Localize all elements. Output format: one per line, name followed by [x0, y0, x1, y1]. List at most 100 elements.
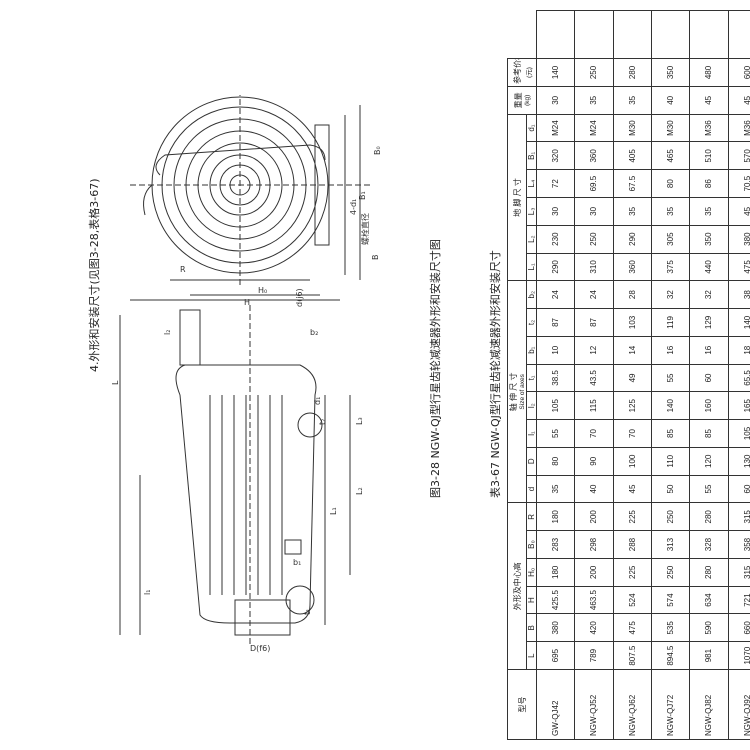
table-cell: 130 [728, 447, 750, 476]
table-cell: 981 [689, 641, 729, 670]
table-cell: 45 [728, 197, 750, 226]
table-cell: 524 [613, 586, 652, 614]
shaft-group-subtitle: Size of axes [519, 374, 526, 410]
price-cell [536, 10, 575, 59]
table-cell: 288 [613, 530, 652, 559]
table-cell: 165 [728, 391, 750, 420]
table-cell: 250 [574, 225, 614, 254]
weight-title: 重量 [514, 92, 523, 109]
label-bolt: 螺栓直径 [360, 213, 370, 245]
table-cell: 225 [613, 502, 652, 531]
table-cell: 55 [536, 419, 575, 448]
column-header-shaft-7: b₂ [526, 280, 537, 309]
model-cell: NGW-QJ62 [613, 669, 652, 740]
table-cell: 49 [613, 364, 652, 392]
table-cell: 100 [613, 447, 652, 476]
table-cell: 38 [728, 280, 750, 309]
reducer-outline-drawing: 4-d₁ 螺栓直径 R H H₀ B₁ B₀ B L L₁ L₂ L₃ l₁ l… [111, 95, 382, 653]
column-header-shaft-3: l₂ [526, 391, 537, 420]
model-cell: NGW-QJ82 [689, 669, 729, 740]
spec-table-container: 型号 外形及中心高 轴 伸 尺 寸 Size of axes 地 脚 尺 寸 重… [507, 10, 750, 740]
label-l1: l₁ [143, 590, 152, 595]
figure-caption: 图3-28 NGW-QJ型行星齿轮减速器外形和安装尺寸图 [429, 239, 442, 498]
table-cell: 30 [536, 197, 575, 226]
column-header-shaft-5: b₁ [526, 336, 537, 365]
label-b1: b₁ [293, 558, 301, 567]
column-header-shaft-2: l₁ [526, 419, 537, 448]
table-cell: 225 [613, 558, 652, 587]
table-cell: 313 [651, 530, 690, 559]
column-header-foot-0: L₁ [526, 253, 537, 281]
column-header-outline-2: H [526, 586, 537, 614]
column-header-shaft-1: D [526, 447, 537, 476]
label-t1: t₁ [303, 609, 312, 615]
table-cell: 70 [574, 419, 614, 448]
table-cell: 375 [651, 253, 690, 281]
table-cell: 50 [651, 475, 690, 503]
table-cell: M24 [574, 114, 614, 142]
table-cell: 894.5 [651, 641, 690, 670]
table-cell: 119 [651, 308, 690, 337]
table-cell: 480 [689, 58, 729, 87]
table-cell: 18 [728, 336, 750, 365]
label-d-j6: d(j6) [295, 288, 304, 307]
table-cell: 24 [574, 280, 614, 309]
table-cell: 103 [613, 308, 652, 337]
price-title: 参考价格 [512, 58, 522, 84]
table-cell: 72 [536, 169, 575, 198]
weight-header: 重量 (kg) [507, 86, 537, 115]
price-cell [689, 10, 729, 59]
table-cell: 298 [574, 530, 614, 559]
model-cell: GW-QJ42 [536, 669, 575, 740]
table-cell: 360 [574, 141, 614, 170]
table-cell: 200 [574, 558, 614, 587]
model-cell: NGW-QJ92 [728, 669, 750, 740]
column-header-shaft-4: t₁ [526, 364, 537, 392]
table-cell: 807.5 [613, 641, 652, 670]
foot-group-header: 地 脚 尺 寸 [507, 114, 527, 281]
table-cell: 475 [728, 253, 750, 281]
table-cell: 129 [689, 308, 729, 337]
outline-group-header: 外形及中心高 [507, 502, 527, 670]
shaft-group-title: 轴 伸 尺 寸 [509, 372, 518, 412]
table-cell: 280 [613, 58, 652, 87]
table-cell: 405 [613, 141, 652, 170]
label-L3: L₃ [355, 417, 364, 425]
table-cell: 315 [728, 502, 750, 531]
table-cell: 10 [536, 336, 575, 365]
price-cell [574, 10, 614, 59]
table-cell: 55 [689, 475, 729, 503]
table-cell: 85 [651, 419, 690, 448]
table-cell: 67.5 [613, 169, 652, 198]
model-cell: NGW-QJ72 [651, 669, 690, 740]
table-cell: 360 [613, 253, 652, 281]
table-cell: 140 [651, 391, 690, 420]
table-cell: M30 [651, 114, 690, 142]
table-cell: 32 [651, 280, 690, 309]
table-cell: 35 [651, 197, 690, 226]
table-cell: 43.5 [574, 364, 614, 392]
table-cell: 38.5 [536, 364, 575, 392]
table-cell: 87 [574, 308, 614, 337]
table-cell: 180 [536, 558, 575, 587]
spec-table: 型号 外形及中心高 轴 伸 尺 寸 Size of axes 地 脚 尺 寸 重… [507, 10, 750, 740]
table-cell: 535 [651, 613, 690, 642]
table-cell: 28 [613, 280, 652, 309]
table-cell: 90 [574, 447, 614, 476]
label-R: R [180, 265, 186, 274]
table-cell: 250 [651, 558, 690, 587]
side-view [119, 305, 351, 645]
price-unit: (元) [525, 67, 533, 78]
table-cell: 70.5 [728, 169, 750, 198]
table-cell: 230 [536, 225, 575, 254]
table-cell: 634 [689, 586, 729, 614]
table-cell: 35 [536, 475, 575, 503]
label-B0: B₀ [373, 146, 382, 155]
table-cell: 283 [536, 530, 575, 559]
table-cell: 660 [728, 613, 750, 642]
table-cell: 69.5 [574, 169, 614, 198]
